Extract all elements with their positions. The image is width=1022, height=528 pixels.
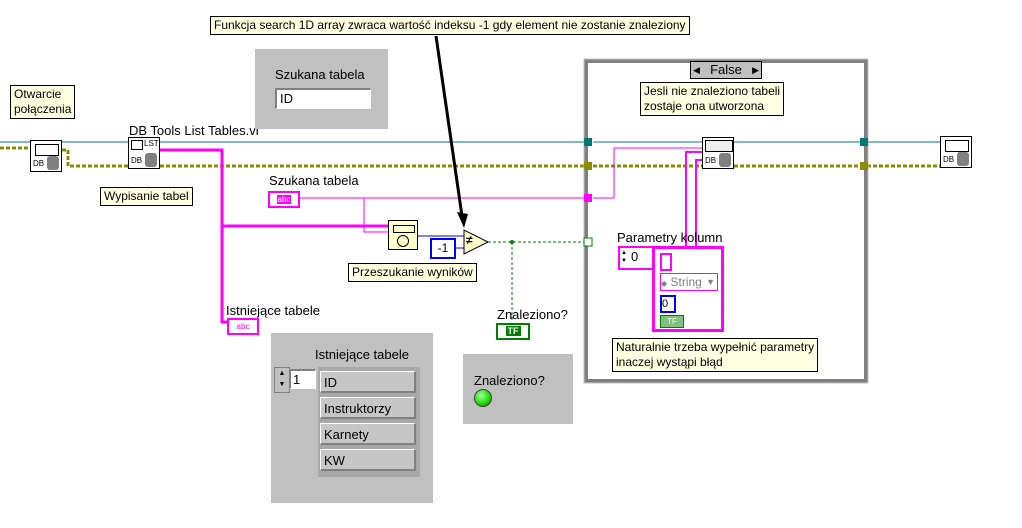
column-type-ring[interactable]: ◆ String ▼	[660, 273, 718, 291]
db-open-connection-vi[interactable]: DB	[30, 140, 62, 172]
search-results-note: Przeszukanie wyników	[348, 263, 477, 282]
db-list-tables-vi[interactable]: LST DB	[128, 137, 160, 169]
existing-tables-item: KW	[320, 449, 416, 471]
db-close-connection-vi[interactable]: DB	[940, 136, 972, 168]
index-display[interactable]: 1	[289, 369, 316, 389]
grid-icon	[131, 140, 143, 150]
list-tables-note: Wypisanie tabel	[100, 187, 193, 206]
existing-tables-item: ID	[320, 371, 416, 393]
search-table-title: Szukana tabela	[275, 67, 365, 82]
existing-tables-terminal[interactable]: abc	[227, 318, 259, 335]
params-note: Naturalnie trzeba wypełnić parametry ina…	[612, 338, 819, 372]
search-table-panel: Szukana tabela ID	[255, 49, 388, 129]
found-terminal[interactable]: TF	[496, 323, 530, 340]
search-table-terminal-label: Szukana tabela	[269, 173, 359, 188]
database-icon	[957, 152, 969, 166]
list-tables-vi-label: DB Tools List Tables.vi	[129, 123, 259, 138]
neg-one-constant[interactable]: -1	[430, 238, 456, 259]
case-note: Jesli nie znaleziono tabeli zostaje ona …	[640, 82, 785, 116]
ring-arrows-icon: ◆	[661, 279, 668, 288]
plug-icon	[35, 144, 59, 156]
db-label: DB	[131, 156, 143, 165]
search-table-terminal[interactable]: abc	[268, 191, 300, 208]
db-label: DB	[943, 155, 955, 164]
column-params-label: Parametry kolumn	[617, 230, 723, 245]
database-icon	[719, 153, 731, 167]
db-create-table-vi[interactable]: DB	[702, 137, 734, 169]
existing-tables-item: Instruktorzy	[320, 397, 416, 419]
column-flag-bool[interactable]: TF	[660, 315, 684, 328]
case-prev-icon[interactable]: ◀	[693, 65, 700, 75]
stepper-up-icon[interactable]: ▲	[278, 370, 286, 377]
lst-label: LST	[144, 139, 159, 148]
search-1d-array-node[interactable]	[388, 220, 418, 250]
db-label: DB	[33, 159, 45, 168]
column-params-stepper[interactable]: ▲▼	[621, 250, 627, 264]
chevron-down-icon: ▼	[706, 277, 715, 287]
existing-tables-title: Istniejące tabele	[315, 347, 409, 362]
database-icon	[47, 156, 59, 170]
search-table-input[interactable]: ID	[275, 88, 371, 109]
existing-tables-item: Karnety	[320, 423, 416, 445]
column-params-cluster: ◆ String ▼ 0 TF	[652, 246, 724, 332]
not-equal-glyph: ≠	[466, 233, 473, 247]
found-led[interactable]	[474, 389, 492, 407]
column-type-value: String	[670, 275, 702, 289]
open-connection-line-1: Otwarcie	[14, 87, 62, 101]
found-terminal-label: Znaleziono?	[497, 307, 568, 322]
case-note-line-2: zostaje ona utworzona	[644, 99, 765, 113]
magnifier-icon	[397, 235, 409, 247]
column-params-index[interactable]: 0	[631, 249, 639, 264]
open-connection-note: Otwarcie połączenia	[10, 85, 76, 119]
array-icon	[393, 225, 415, 233]
abc-glyph: abc	[276, 195, 292, 204]
plug-icon	[945, 140, 969, 152]
found-title: Znaleziono?	[474, 373, 545, 388]
column-name-field[interactable]	[660, 253, 672, 271]
stepper-down-icon[interactable]: ▼	[278, 381, 286, 388]
existing-tables-terminal-label: Istniejące tabele	[226, 303, 320, 318]
search-comment-note: Funkcja search 1D array zwraca wartość i…	[210, 16, 690, 35]
table-icon	[705, 140, 733, 152]
case-note-line-1: Jesli nie znaleziono tabeli	[644, 84, 781, 98]
case-next-icon[interactable]: ▶	[752, 65, 759, 75]
abc-glyph: abc	[236, 322, 250, 331]
found-panel: Znaleziono?	[463, 354, 573, 424]
database-icon	[145, 153, 157, 167]
column-size-field[interactable]: 0	[660, 295, 676, 313]
case-selector-value: False	[710, 62, 742, 77]
index-stepper[interactable]: ▲ ▼	[274, 367, 290, 393]
db-label: DB	[705, 156, 717, 165]
tf-glyph: TF	[505, 326, 521, 336]
params-note-line-2: inaczej wystąpi błąd	[616, 355, 723, 369]
open-connection-line-2: połączenia	[14, 102, 72, 116]
params-note-line-1: Naturalnie trzeba wypełnić parametry	[616, 340, 815, 354]
case-selector[interactable]: ◀ False ▶	[690, 61, 762, 79]
